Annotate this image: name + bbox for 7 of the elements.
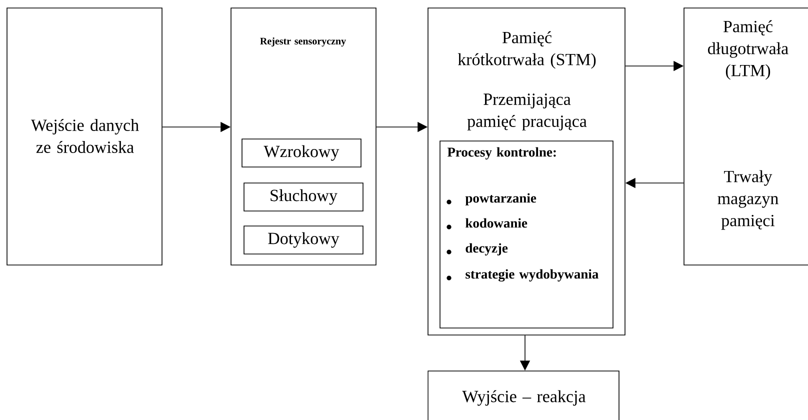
channel-box: Wzrokowy	[242, 138, 362, 168]
channel-box: Dotykowy	[244, 226, 364, 254]
control-process-box: Procesy kontrolne: powtarzanie kodowanie decyzje strategie wydobywania	[440, 140, 614, 328]
memory-box: Pamięć długotrwała (LTM) Trwały magazyn pamięci	[684, 8, 808, 266]
channel-box: Słuchowy	[244, 182, 364, 212]
output-box: Wyjście – reakcja	[428, 370, 620, 420]
input-box: Wejście danych ze środowiska	[6, 8, 162, 266]
